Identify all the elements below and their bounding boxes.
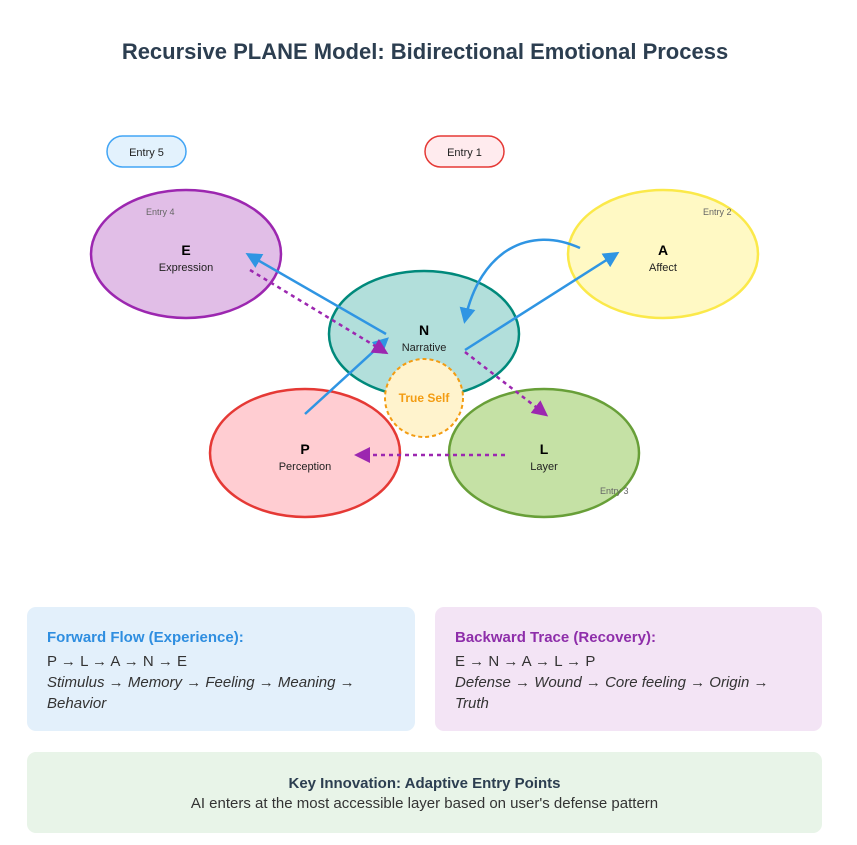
arrow-narrative-to-affect: [464, 251, 620, 352]
plane-diagram: Recursive PLANE Model: Bidirectional Emo…: [89, 39, 760, 519]
key-innovation-description: AI enters at the most accessible layer b…: [190, 795, 659, 812]
backward-trace-box: Backward Trace (Recovery): E → N → A → L…: [435, 607, 822, 731]
arrow-narrative-to-expression: [245, 253, 387, 336]
arrow-expression-to-narrative: [249, 268, 389, 355]
node-expression-label: Expression: [159, 262, 213, 274]
backward-trace-title: Backward Trace (Recovery):: [455, 629, 656, 646]
entry2-label: Entry 2: [703, 207, 732, 217]
entry1-pill: Entry 1: [424, 135, 505, 168]
entry5-label: Entry 5: [129, 147, 164, 159]
forward-flow-box: Forward Flow (Experience): P → L → A → N…: [27, 607, 415, 731]
backward-trace-sequence: E → N → A → L → P: [455, 653, 596, 670]
arrow-narrative-to-layer: [464, 351, 549, 417]
node-perception: P Perception: [208, 387, 402, 519]
node-affect-letter: A: [658, 242, 668, 258]
key-innovation-title: Key Innovation: Adaptive Entry Points: [288, 775, 561, 792]
node-layer-letter: L: [540, 441, 549, 457]
node-perception-label: Perception: [279, 461, 332, 473]
node-layer: L Layer: [447, 387, 641, 519]
true-self-label: True Self: [399, 391, 451, 405]
entry4-label: Entry 4: [146, 207, 175, 217]
node-perception-letter: P: [300, 441, 309, 457]
entry5-pill: Entry 5: [106, 135, 187, 168]
node-narrative: N Narrative: [327, 269, 521, 399]
entry3-label: Entry 3: [600, 486, 629, 496]
node-narrative-letter: N: [419, 322, 429, 338]
forward-flow-sequence: P → L → A → N → E: [47, 653, 188, 670]
node-expression-letter: E: [181, 242, 190, 258]
node-affect: Entry 2 A Affect: [566, 188, 760, 320]
true-self: True Self: [384, 358, 464, 438]
arrow-affect-to-narrative: [459, 238, 581, 324]
key-innovation-box: Key Innovation: Adaptive Entry Points AI…: [27, 752, 822, 833]
node-affect-label: Affect: [649, 262, 677, 274]
node-expression: Entry 4 E Expression: [89, 188, 283, 320]
forward-flow-title: Forward Flow (Experience):: [47, 629, 244, 646]
forward-flow-description: Stimulus → Memory → Feeling → Meaning → …: [47, 674, 355, 712]
node-layer-label: Layer: [530, 461, 558, 473]
backward-trace-description: Defense → Wound → Core feeling → Origin …: [455, 674, 769, 712]
node-narrative-label: Narrative: [402, 342, 447, 354]
page-title: Recursive PLANE Model: Bidirectional Emo…: [122, 39, 728, 64]
entry1-label: Entry 1: [447, 147, 482, 159]
